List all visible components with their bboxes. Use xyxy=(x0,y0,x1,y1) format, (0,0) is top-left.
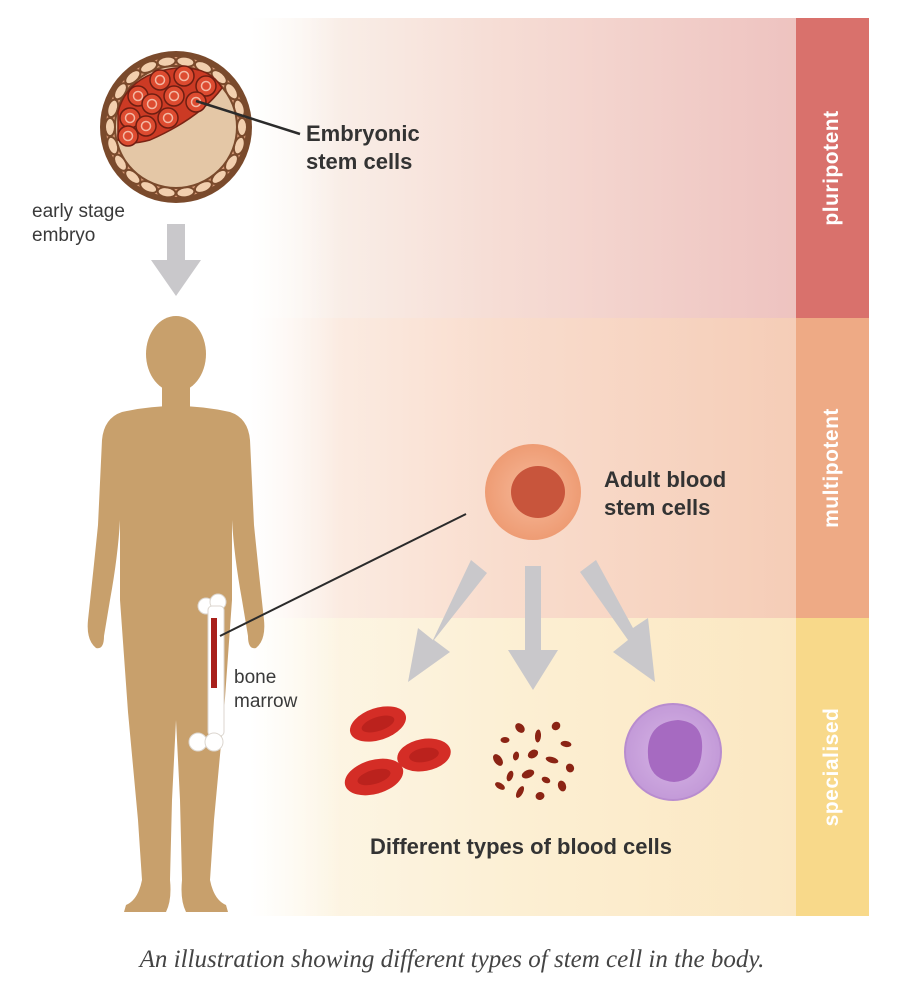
platelet xyxy=(534,729,542,743)
platelet xyxy=(500,737,510,743)
adult-blood-stem-cells-label: Adult blood stem cells xyxy=(604,467,727,520)
down-arrow-icon xyxy=(151,224,201,296)
platelet xyxy=(515,786,525,798)
left-arrow-icon xyxy=(408,560,487,682)
embryo-rim-cell xyxy=(104,117,116,137)
embryo-illustration xyxy=(100,51,252,203)
embryo-rim-cell xyxy=(236,117,248,137)
embryonic-stem-cell xyxy=(163,85,185,107)
branch-arrows xyxy=(408,560,655,690)
multipotent-bar xyxy=(796,318,869,618)
platelet xyxy=(527,749,539,759)
platelet xyxy=(512,751,520,761)
bone-marrow-label: bone marrow xyxy=(234,667,298,712)
embryonic-stem-cell xyxy=(117,125,139,147)
embryonic-pointer-line xyxy=(195,99,301,136)
platelet xyxy=(495,782,505,790)
embryonic-stem-cell xyxy=(135,115,157,137)
embryonic-stem-cell xyxy=(157,107,179,129)
band-label-pluripotent: pluripotent xyxy=(820,110,843,226)
potency-bars xyxy=(796,18,869,916)
embryonic-stem-cells-label: Embryonic stem cells xyxy=(306,121,420,174)
specialised-bar xyxy=(796,618,869,916)
middle-arrow-icon xyxy=(508,566,558,690)
early-stage-embryo-label: early stage embryo xyxy=(32,201,125,246)
white-blood-cell xyxy=(624,703,722,801)
platelet xyxy=(545,756,559,764)
band-label-multipotent: multipotent xyxy=(820,408,843,528)
embryonic-stem-cell xyxy=(149,69,171,91)
platelet xyxy=(521,769,535,779)
band-label-specialised: specialised xyxy=(820,707,843,827)
bone-marrow-pointer-line xyxy=(219,513,467,637)
pluripotent-band-bg xyxy=(250,18,796,318)
adult-blood-stem-cell xyxy=(485,444,581,540)
platelet xyxy=(515,723,525,733)
platelet xyxy=(535,791,545,801)
platelet xyxy=(565,763,575,773)
platelet xyxy=(557,780,567,792)
different-blood-cells-label: Different types of blood cells xyxy=(370,834,672,859)
bone-marrow-core xyxy=(211,618,217,688)
embryonic-stem-cell xyxy=(195,75,217,97)
femur-bone xyxy=(188,593,227,752)
platelet xyxy=(493,754,503,766)
embryonic-stem-cell xyxy=(173,65,195,87)
platelet xyxy=(551,721,561,731)
red-blood-cells xyxy=(344,706,451,796)
platelet xyxy=(560,740,572,748)
platelets xyxy=(493,721,575,801)
platelet xyxy=(541,776,551,784)
embryonic-stem-cell xyxy=(141,93,163,115)
pluripotent-bar xyxy=(796,18,869,318)
human-body-silhouette xyxy=(87,316,265,912)
right-arrow-icon xyxy=(580,560,655,682)
figure-caption: An illustration showing different types … xyxy=(139,946,765,973)
platelet xyxy=(506,770,514,782)
